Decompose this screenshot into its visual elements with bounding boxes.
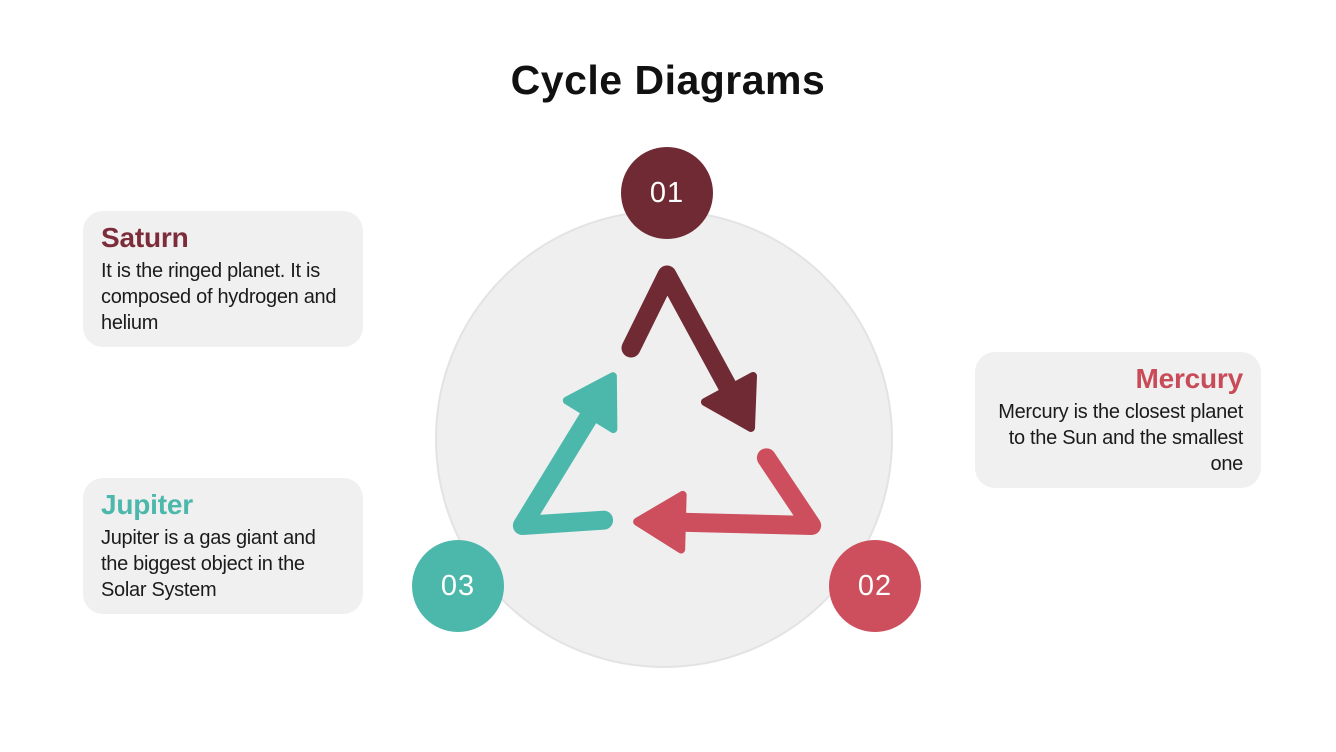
card-jupiter-body: Jupiter is a gas giant and the biggest o…: [101, 527, 316, 601]
card-jupiter-title: Jupiter: [101, 489, 193, 520]
cycle-arrows: [435, 210, 893, 668]
card-saturn-body: It is the ringed planet. It is composed …: [101, 260, 337, 334]
card-mercury-title: Mercury: [1135, 363, 1243, 394]
card-mercury-body: Mercury is the closest planet to the Sun…: [998, 401, 1243, 475]
step-badge-02: 02: [829, 540, 921, 632]
step-badge-01-label: 01: [649, 176, 685, 209]
arrow-02-to-03-icon: [636, 418, 830, 600]
card-saturn: Saturn It is the ringed planet. It is co…: [83, 211, 363, 347]
card-jupiter: Jupiter Jupiter is a gas giant and the b…: [83, 478, 363, 614]
card-saturn-title: Saturn: [101, 222, 189, 253]
step-badge-01: 01: [621, 147, 713, 239]
arrow-01-to-02-icon: [631, 275, 753, 428]
card-mercury: Mercury Mercury is the closest planet to…: [975, 352, 1261, 488]
step-badge-02-label: 02: [857, 569, 893, 602]
page-title: Cycle Diagrams: [510, 57, 826, 103]
step-badge-03-label: 03: [440, 569, 476, 602]
step-badge-03: 03: [412, 540, 504, 632]
